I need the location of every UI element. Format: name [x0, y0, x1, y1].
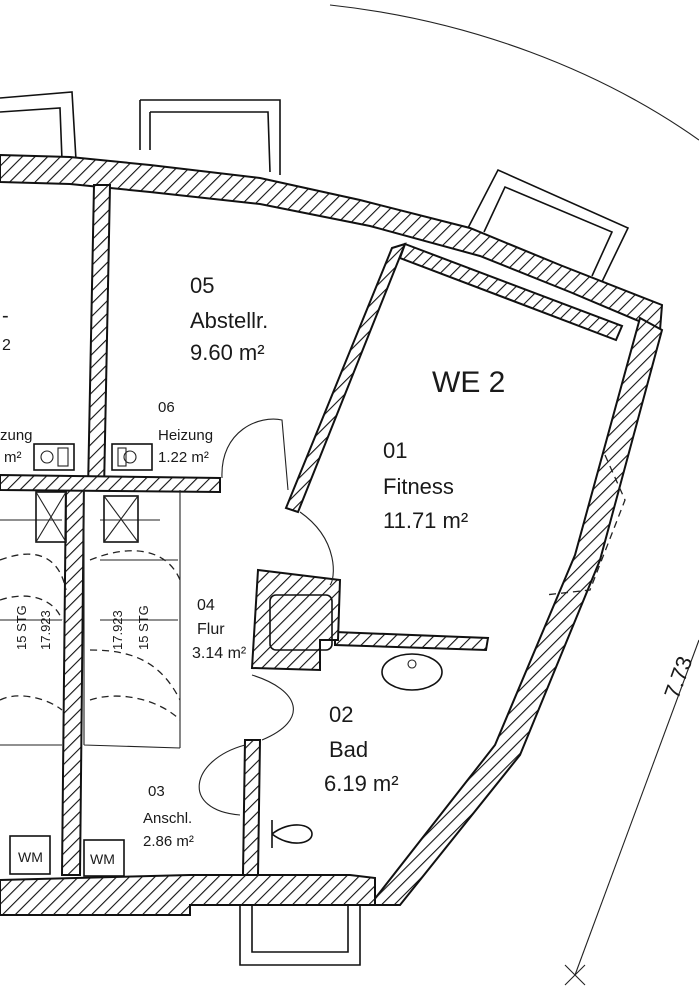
- wm-label-left: WM: [18, 849, 43, 865]
- heater-left-dial: [40, 450, 54, 464]
- room-04-name: Flur: [197, 621, 225, 638]
- fitness-left-wall: [284, 242, 407, 514]
- room-03-name: Anschl.: [143, 810, 192, 827]
- dimension-line: [574, 639, 699, 976]
- flur-bad-wall: [241, 739, 262, 876]
- room-03-area: 2.86 m²: [143, 833, 194, 850]
- stairs-left-dim: 17.923: [38, 610, 53, 650]
- interior-wall-left: [86, 184, 112, 491]
- door-swing-fitness: [544, 454, 626, 596]
- stairs-left-arcs: [0, 553, 67, 711]
- room-02-area: 6.19 m²: [324, 771, 399, 796]
- balcony-center: [139, 99, 281, 175]
- stairs-right-arcs: [89, 550, 181, 721]
- door-swing-heizung: [221, 418, 289, 491]
- heater-right-dial: [123, 450, 137, 464]
- balcony-left: [0, 91, 77, 161]
- balcony-bottom: [239, 905, 361, 966]
- room-05-number: 05: [190, 273, 214, 298]
- shaft-wall: [250, 568, 342, 672]
- bottom-wall: [0, 874, 376, 916]
- partial-room-char-b: 2: [2, 337, 11, 354]
- room-04-area: 3.14 m²: [192, 645, 247, 662]
- bad-partition-wall: [334, 630, 490, 652]
- heater-right: [111, 443, 153, 471]
- right-outer-wall: [367, 316, 664, 906]
- heizung-wall: [0, 473, 221, 494]
- room-05-name: Abstellr.: [190, 308, 268, 333]
- room-06-area: 1.22 m²: [158, 449, 209, 466]
- door-swing-anschl: [198, 744, 246, 816]
- room-06-number: 06: [158, 399, 175, 416]
- wm-box-right: [83, 839, 125, 877]
- room-02-name: Bad: [329, 737, 368, 762]
- stairs-handrail: [0, 490, 181, 749]
- stairs-left-steps: 15 STG: [14, 605, 29, 650]
- shaft-box-right: [103, 495, 139, 543]
- shaft-box-right-x: [103, 495, 139, 543]
- room-01-area: 11.71 m²: [383, 508, 468, 533]
- heater-right-tank: [117, 447, 127, 467]
- fitness-top-wall: [398, 242, 624, 342]
- room-04-number: 04: [197, 597, 215, 614]
- bad-toilet: [271, 820, 313, 848]
- balcony-right: [467, 168, 630, 291]
- heater-left: [33, 443, 75, 471]
- bad-sink-drain: [407, 659, 417, 669]
- wm-box-left: [9, 835, 51, 875]
- door-swing-flur: [299, 511, 334, 586]
- stairs-right-steps: 15 STG: [136, 605, 151, 650]
- bad-sink: [381, 653, 443, 691]
- stairs-steps: [0, 519, 178, 621]
- heater-left-tank: [57, 447, 69, 467]
- shaft-box-left-x: [35, 491, 67, 543]
- unit-label: WE 2: [432, 366, 505, 399]
- room-01-name: Fitness: [383, 474, 454, 499]
- room-03-number: 03: [148, 783, 165, 800]
- outer-arc-line: [329, 4, 699, 141]
- shaft-basin: [269, 594, 333, 651]
- partial-heizung-area: m²: [4, 449, 22, 466]
- partial-heizung-name: zung: [0, 427, 33, 444]
- room-06-name: Heizung: [158, 427, 213, 444]
- room-01-number: 01: [383, 438, 407, 463]
- shaft-box-left: [35, 491, 67, 543]
- door-swing-bad: [251, 674, 294, 741]
- stairs-right-dim: 17.923: [110, 610, 125, 650]
- dimension-label: 7.73: [659, 653, 697, 702]
- room-05-area: 9.60 m²: [190, 340, 265, 365]
- dimension-tick: [564, 964, 586, 986]
- partial-room-char-a: -: [2, 305, 9, 327]
- wm-label-right: WM: [90, 851, 115, 867]
- room-02-number: 02: [329, 702, 353, 727]
